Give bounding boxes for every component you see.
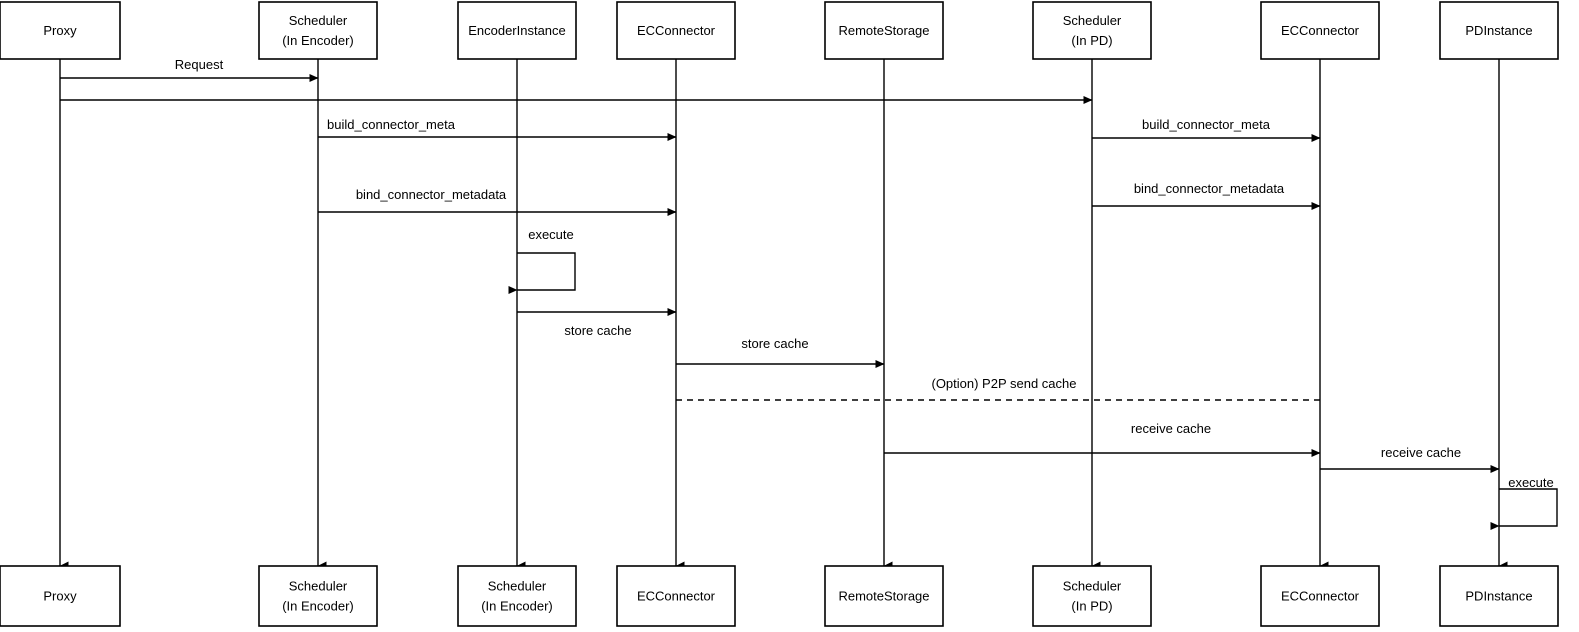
participant-bottom-box [616, 565, 736, 627]
lifelines-layer [59, 59, 1508, 571]
message-label: Request [175, 57, 224, 72]
participant-top-label-line1: ECConnector [1281, 23, 1360, 38]
participant-top-box [616, 1, 736, 60]
participant-top-box [1260, 1, 1380, 60]
participant-bottom-box [258, 565, 378, 627]
participant-top-remote[interactable]: RemoteStorage [824, 1, 944, 60]
participant-top-label-line2: (In Encoder) [282, 33, 354, 48]
participant-bottom-label-line2: (In Encoder) [282, 598, 354, 613]
self-message-s1[interactable]: execute [508, 227, 576, 294]
participant-top-label-line1: Scheduler [289, 13, 348, 28]
message-m1[interactable]: Request [60, 57, 319, 82]
participant-bottom-label-line1: RemoteStorage [838, 588, 929, 603]
participant-top-label-line1: ECConnector [637, 23, 716, 38]
participant-bottom-label-line1: Scheduler [289, 578, 348, 593]
message-m5[interactable]: bind_connector_metadata [318, 187, 677, 216]
message-m8[interactable]: store cache [676, 336, 885, 368]
message-m6[interactable]: bind_connector_metadata [1092, 181, 1321, 210]
participant-bottom-label-line1: Scheduler [1063, 578, 1122, 593]
participant-top-box [1032, 1, 1152, 60]
message-label: build_connector_meta [327, 117, 456, 132]
participant-top-proxy[interactable]: Proxy [0, 1, 121, 60]
messages-layer: Request build_connector_meta build_connect… [60, 57, 1500, 473]
participant-top-box [0, 1, 121, 60]
participant-top-label-line1: EncoderInstance [468, 23, 566, 38]
participant-bottom-ecconn_pd[interactable]: ECConnector [1260, 565, 1380, 627]
participant-top-box [457, 1, 577, 60]
participant-bottom-box [0, 565, 121, 627]
self-messages-layer: execute execute [508, 227, 1558, 530]
message-m3[interactable]: build_connector_meta [318, 117, 677, 141]
participant-bottom-label-line2: (In Encoder) [481, 598, 553, 613]
top-participants-layer: Proxy Scheduler (In Encoder) EncoderInstanc… [0, 1, 1559, 60]
participant-bottom-label-line2: (In PD) [1071, 598, 1112, 613]
message-label: store cache [564, 323, 631, 338]
participant-top-pd_inst[interactable]: PDInstance [1439, 1, 1559, 60]
self-message-path [508, 252, 576, 294]
participant-top-label-line1: Scheduler [1063, 13, 1122, 28]
bottom-participants-layer: Proxy Scheduler (In Encoder) Scheduler (In E… [0, 565, 1559, 627]
participant-bottom-proxy[interactable]: Proxy [0, 565, 121, 627]
participant-bottom-label-line1: ECConnector [1281, 588, 1360, 603]
participant-bottom-box [824, 565, 944, 627]
participant-bottom-sched_enc[interactable]: Scheduler (In Encoder) [258, 565, 378, 627]
participant-bottom-sched_pd[interactable]: Scheduler (In PD) [1032, 565, 1152, 627]
message-label: bind_connector_metadata [356, 187, 507, 202]
participant-top-encoder_inst[interactable]: EncoderInstance [457, 1, 577, 60]
self-message-label: execute [528, 227, 574, 242]
participant-bottom-box [1260, 565, 1380, 627]
participant-top-label-line2: (In PD) [1071, 33, 1112, 48]
participant-top-label-line1: PDInstance [1465, 23, 1532, 38]
message-label: store cache [741, 336, 808, 351]
participant-bottom-label-line1: PDInstance [1465, 588, 1532, 603]
message-m9[interactable]: (Option) P2P send cache [676, 376, 1320, 401]
participant-top-sched_enc[interactable]: Scheduler (In Encoder) [258, 1, 378, 60]
participant-bottom-box [1032, 565, 1152, 627]
message-m10[interactable]: receive cache [884, 421, 1321, 457]
message-label: bind_connector_metadata [1134, 181, 1285, 196]
participant-bottom-pd_inst[interactable]: PDInstance [1439, 565, 1559, 627]
message-m7[interactable]: store cache [517, 308, 677, 338]
participant-top-label-line1: Proxy [43, 23, 77, 38]
message-label: receive cache [1381, 445, 1461, 460]
participant-top-label-line1: RemoteStorage [838, 23, 929, 38]
participant-bottom-encoder_inst[interactable]: Scheduler (In Encoder) [457, 565, 577, 627]
participant-top-ecconn_enc[interactable]: ECConnector [616, 1, 736, 60]
participant-bottom-label-line1: Scheduler [488, 578, 547, 593]
participant-bottom-label-line1: ECConnector [637, 588, 716, 603]
participant-bottom-ecconn_enc[interactable]: ECConnector [616, 565, 736, 627]
message-label: build_connector_meta [1142, 117, 1271, 132]
participant-bottom-label-line1: Proxy [43, 588, 77, 603]
participant-top-sched_pd[interactable]: Scheduler (In PD) [1032, 1, 1152, 60]
participant-top-box [824, 1, 944, 60]
participant-bottom-box [457, 565, 577, 627]
message-label: receive cache [1131, 421, 1211, 436]
message-m11[interactable]: receive cache [1320, 445, 1500, 473]
participant-top-ecconn_pd[interactable]: ECConnector [1260, 1, 1380, 60]
self-message-s2[interactable]: execute [1490, 475, 1558, 530]
self-message-label: execute [1508, 475, 1554, 490]
self-message-path [1490, 488, 1558, 530]
participant-bottom-remote[interactable]: RemoteStorage [824, 565, 944, 627]
participant-top-box [258, 1, 378, 60]
participant-bottom-box [1439, 565, 1559, 627]
message-label: (Option) P2P send cache [931, 376, 1076, 391]
participant-top-box [1439, 1, 1559, 60]
message-m4[interactable]: build_connector_meta [1092, 117, 1321, 142]
